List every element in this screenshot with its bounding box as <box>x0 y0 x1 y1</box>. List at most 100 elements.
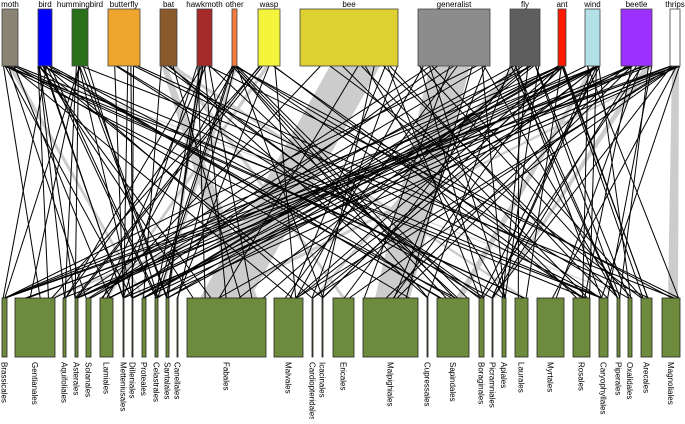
plant-node-caryophyllales <box>598 297 609 358</box>
link <box>176 65 270 299</box>
link <box>501 65 529 299</box>
plant-node-sapindales <box>436 297 470 358</box>
plant-node-piperales <box>616 297 621 358</box>
link <box>123 65 677 299</box>
link <box>137 65 650 299</box>
link <box>361 65 588 299</box>
plant-node-solanales <box>85 297 92 358</box>
link <box>482 65 643 299</box>
link <box>582 65 589 299</box>
link <box>273 65 582 299</box>
link <box>236 65 468 299</box>
pollinator-node-other <box>231 8 238 67</box>
pollinator-label: ant <box>556 0 568 9</box>
link <box>38 65 66 299</box>
pollinator-label: fly <box>521 0 529 9</box>
link <box>114 65 125 299</box>
pollinator-node-generalist <box>417 8 491 67</box>
link <box>62 65 672 299</box>
link <box>426 65 511 299</box>
link <box>312 65 598 299</box>
plant-order-label: Lamiales <box>102 362 111 394</box>
link <box>231 65 447 299</box>
plant-order-label: Apiales <box>499 362 508 388</box>
pollinator-label: wasp <box>259 0 279 9</box>
plant-order-label: Malpighiales <box>386 362 395 406</box>
link <box>54 65 532 299</box>
plant-node-cardiopteridales <box>311 297 314 358</box>
link <box>37 65 324 299</box>
pollinator-label: wind <box>583 0 600 9</box>
link <box>619 65 649 299</box>
plant-order-label: Laurales <box>517 362 526 393</box>
plant-order-label: Rosales <box>577 362 586 391</box>
plant-node-oxalidales <box>627 297 633 358</box>
pollinator-label: beetle <box>626 0 648 9</box>
plant-node-malpighiales <box>362 297 419 358</box>
link <box>236 65 585 299</box>
link <box>491 65 598 299</box>
link <box>88 65 455 299</box>
plant-node-apiales <box>501 297 507 358</box>
plant-node-picramniales <box>491 297 494 358</box>
pollinator-node-ant <box>557 8 567 67</box>
link <box>4 65 561 299</box>
link <box>14 65 410 299</box>
link <box>429 65 507 299</box>
link <box>272 65 601 299</box>
plant-node-metteniusales <box>122 297 125 358</box>
plant-order-label: Icacinales <box>318 362 327 398</box>
pollinator-node-butterfly <box>107 8 141 67</box>
pollinator-node-beetle <box>620 8 653 67</box>
link <box>517 65 520 299</box>
link <box>108 65 565 299</box>
link <box>74 65 79 299</box>
plant-order-label: Canellales <box>173 362 182 399</box>
link <box>504 65 540 299</box>
link <box>385 65 627 299</box>
plant-node-asterales <box>74 297 79 358</box>
plant-node-brassicales <box>1 297 8 358</box>
pollinator-label: hawkmoth <box>186 0 222 9</box>
plant-node-proteales <box>141 297 147 358</box>
pollinator-label: hummingbird <box>57 0 103 9</box>
plant-node-dilleniales <box>131 297 134 358</box>
link <box>584 65 632 299</box>
plant-order-label: Brassicales <box>0 362 9 403</box>
link <box>38 65 76 299</box>
plant-order-label: Proteales <box>139 362 148 396</box>
link <box>601 65 681 299</box>
pollinator-label: bat <box>163 0 175 9</box>
link <box>13 65 111 299</box>
link <box>74 65 260 299</box>
plant-order-label: Picramniales <box>488 362 497 408</box>
link <box>419 65 485 299</box>
link <box>197 65 206 299</box>
link <box>157 65 234 299</box>
link <box>262 65 529 299</box>
link <box>4 65 133 299</box>
link <box>203 65 227 299</box>
plant-order-label: Arecales <box>642 362 651 393</box>
link <box>296 65 599 299</box>
pollinator-label: thrips <box>665 0 685 9</box>
plant-order-label: Myrtales <box>546 362 555 392</box>
link <box>102 65 207 299</box>
plant-node-arecales <box>640 297 653 358</box>
plant-node-boraginales <box>478 297 485 358</box>
link <box>7 65 525 299</box>
link <box>169 65 428 299</box>
link <box>431 65 643 299</box>
link <box>3 65 41 299</box>
plant-node-celastrales <box>154 297 159 358</box>
plant-order-label: Celastrales <box>152 362 161 402</box>
plant-order-label: Gentianales <box>30 362 39 405</box>
link <box>4 65 80 299</box>
plant-order-label: Piperales <box>614 362 623 395</box>
plant-order-label: Cardiopteridales <box>308 362 317 419</box>
link <box>157 65 564 299</box>
link <box>142 65 524 299</box>
plant-node-fabales <box>186 297 267 358</box>
